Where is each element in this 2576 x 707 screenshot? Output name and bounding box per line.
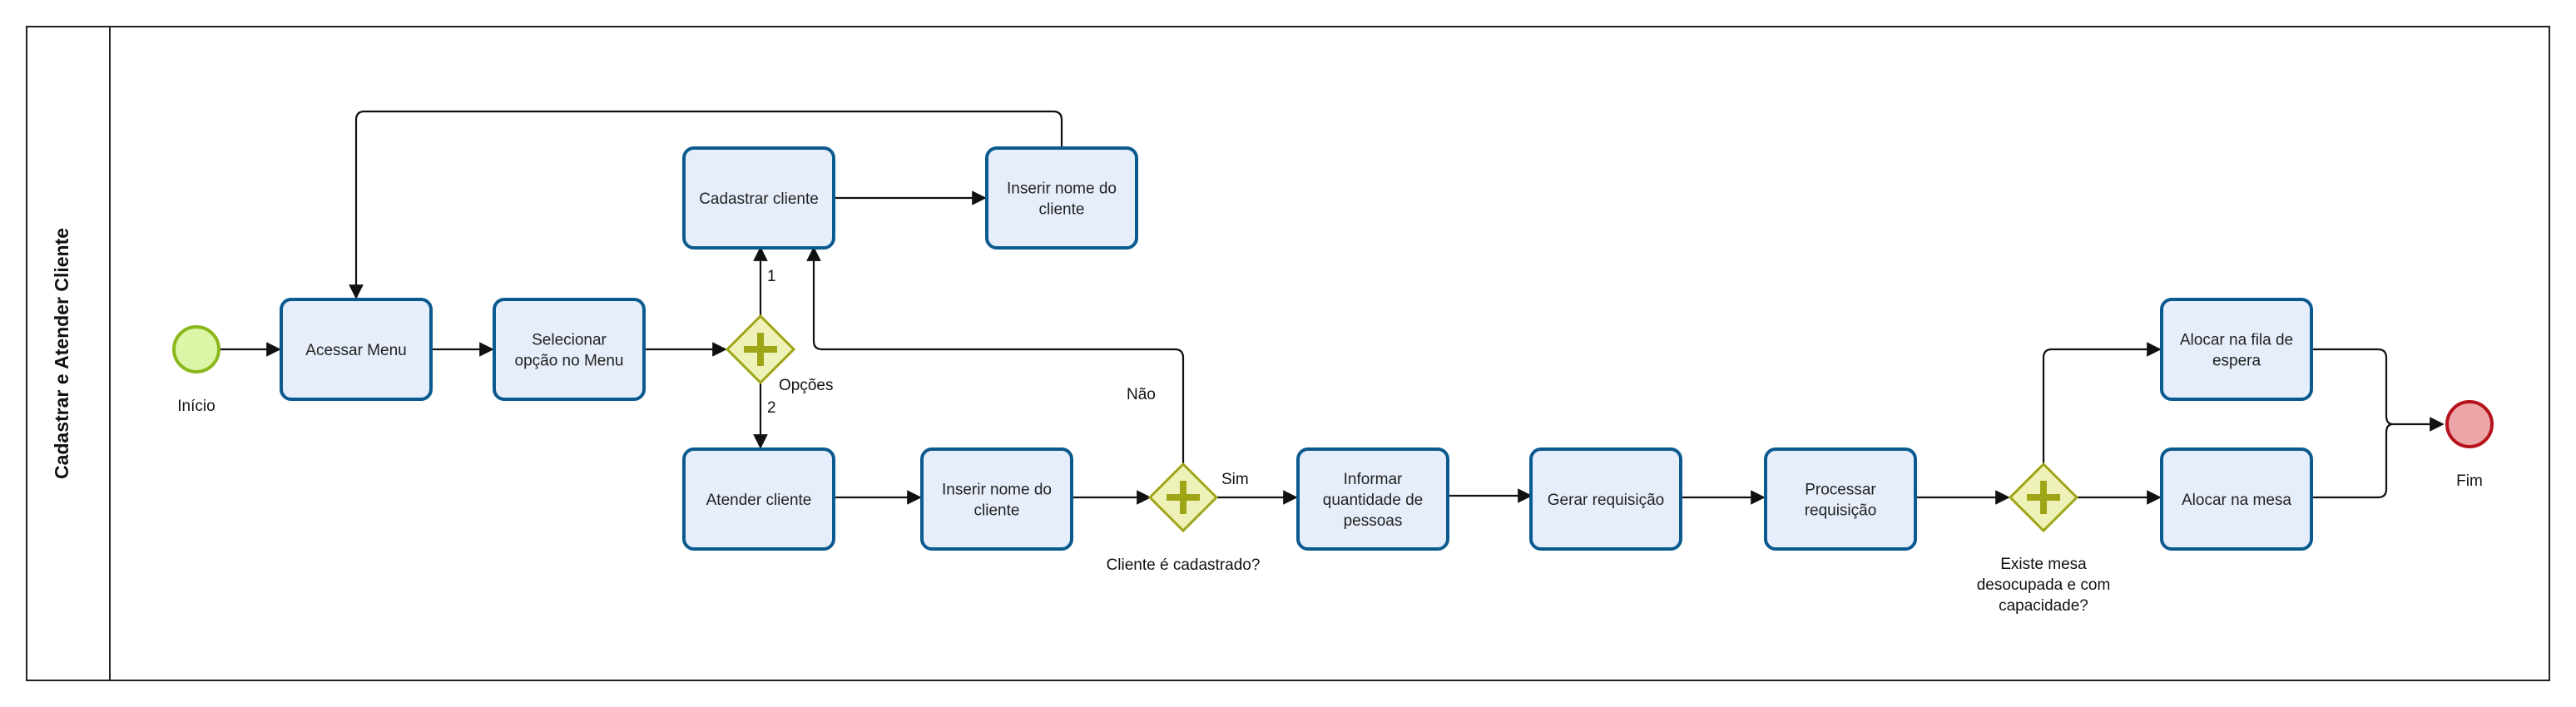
branch-2-label: 2 bbox=[767, 399, 776, 417]
label-line: pessoas bbox=[1344, 512, 1403, 530]
label-text: Cliente é cadastrado? bbox=[1107, 556, 1261, 574]
flow-mesa-to-fim bbox=[2311, 423, 2394, 499]
label-line: cliente bbox=[1039, 201, 1085, 219]
label-text: Opções bbox=[779, 377, 833, 394]
label-text: Informar quantidade de pessoas bbox=[1323, 471, 1423, 530]
label-text: Existe mesa desocupada e com capacidade? bbox=[1977, 556, 2111, 615]
gateway-cliente-cadastrado[interactable]: Cliente é cadastrado? Sim Não bbox=[1107, 386, 1261, 574]
label-text: Cadastrar cliente bbox=[699, 190, 819, 208]
start-event[interactable]: Início bbox=[172, 325, 220, 415]
label-line: Alocar na mesa bbox=[2182, 492, 2291, 509]
label-line: quantidade de bbox=[1323, 492, 1423, 509]
label-line: Inserir nome do bbox=[942, 482, 1052, 499]
flow-inserir-back-to-acessar bbox=[349, 110, 1063, 299]
label-line: Atender cliente bbox=[706, 492, 812, 509]
task-processar-requisicao[interactable]: Processar requisição bbox=[1764, 447, 1917, 551]
label-line: Acessar Menu bbox=[305, 342, 406, 359]
task-alocar-fila[interactable]: Alocar na fila de espera bbox=[2160, 298, 2313, 401]
label-line: Cliente é cadastrado? bbox=[1107, 556, 1261, 574]
label-line: cliente bbox=[974, 502, 1020, 520]
label-text: Processar requisição bbox=[1805, 482, 1877, 520]
label-line: espera bbox=[2212, 353, 2261, 370]
task-gerar-requisicao[interactable]: Gerar requisição bbox=[1529, 447, 1682, 551]
lane-label: Cadastrar e Atender Cliente bbox=[51, 228, 72, 479]
task-inserir-nome-top[interactable]: Inserir nome do cliente bbox=[985, 146, 1138, 250]
gateway-nao-label: Não bbox=[1127, 386, 1156, 403]
start-event-label: Início bbox=[177, 398, 215, 415]
label-line: Cadastrar cliente bbox=[699, 190, 819, 208]
label-line: Informar bbox=[1344, 471, 1403, 488]
flow-gateway-nao-to-cadastrar bbox=[806, 246, 1185, 464]
branch-1-label: 1 bbox=[767, 268, 776, 285]
label-text: Inserir nome do cliente bbox=[1007, 180, 1117, 219]
gateway-existe-mesa[interactable]: Existe mesa desocupada e com capacidade? bbox=[1977, 462, 2111, 615]
task-atender-cliente[interactable]: Atender cliente bbox=[682, 447, 835, 551]
label-line: Processar bbox=[1805, 482, 1876, 499]
task-inserir-nome-bottom[interactable]: Inserir nome do cliente bbox=[920, 447, 1073, 551]
label-line: opção no Menu bbox=[515, 353, 624, 370]
task-alocar-mesa[interactable]: Alocar na mesa bbox=[2160, 447, 2313, 551]
label-line: Inserir nome do bbox=[1007, 180, 1117, 198]
label-line: Existe mesa bbox=[2000, 556, 2087, 573]
label-line: Opções bbox=[779, 377, 833, 394]
task-selecionar-opcao[interactable]: Selecionar opção no Menu bbox=[493, 298, 646, 401]
label-text: Alocar na mesa bbox=[2182, 492, 2291, 509]
task-acessar-menu[interactable]: Acessar Menu bbox=[280, 298, 433, 401]
label-text: Alocar na fila de espera bbox=[2180, 332, 2293, 370]
task-informar-quantidade[interactable]: Informar quantidade de pessoas bbox=[1296, 447, 1449, 551]
sequence-flows bbox=[220, 110, 2445, 505]
label-line: desocupada e com bbox=[1977, 576, 2111, 594]
label-text: Selecionar opção no Menu bbox=[515, 332, 624, 370]
label-line: capacidade? bbox=[1999, 597, 2088, 615]
task-cadastrar-cliente[interactable]: Cadastrar cliente bbox=[682, 146, 835, 250]
label-text: Atender cliente bbox=[706, 492, 812, 509]
label-text: Acessar Menu bbox=[305, 342, 406, 359]
label-text: Gerar requisição bbox=[1548, 492, 1664, 509]
gateway-sim-label: Sim bbox=[1221, 471, 1249, 488]
label-line: Selecionar bbox=[532, 332, 607, 349]
end-event-label: Fim bbox=[2456, 472, 2483, 490]
label-line: Alocar na fila de bbox=[2180, 332, 2293, 349]
gateway-opcoes[interactable]: Opções 1 2 bbox=[725, 268, 833, 417]
flow-gateway-to-fila bbox=[2042, 342, 2162, 464]
label-line: Gerar requisição bbox=[1548, 492, 1664, 509]
pool: Cadastrar e Atender Cliente bbox=[26, 26, 2550, 681]
end-event[interactable]: Fim bbox=[2445, 400, 2494, 490]
label-line: requisição bbox=[1805, 502, 1877, 520]
label-text: Inserir nome do cliente bbox=[942, 482, 1052, 520]
